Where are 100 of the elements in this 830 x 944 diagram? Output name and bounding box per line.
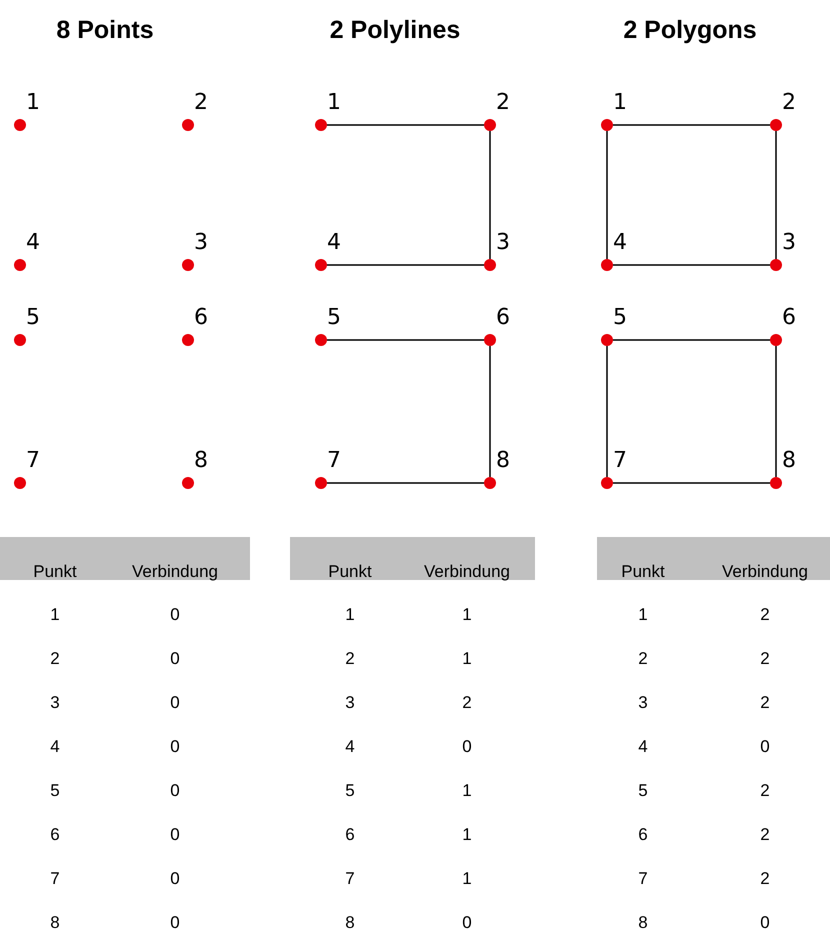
point-number: 2 <box>782 91 796 115</box>
table-cell: 0 <box>170 781 180 801</box>
point-marker <box>182 477 194 489</box>
point-number: 5 <box>613 306 627 330</box>
point-marker <box>182 334 194 346</box>
table-cell: 0 <box>462 913 472 933</box>
point-number: 6 <box>194 306 208 330</box>
point-marker <box>484 334 496 346</box>
point-number: 3 <box>782 231 796 255</box>
column-header: Verbindung <box>424 562 510 582</box>
table-cell: 2 <box>760 869 770 889</box>
point-marker <box>770 259 782 271</box>
table-cell: 0 <box>170 913 180 933</box>
table-cell: 7 <box>345 869 355 889</box>
table-cell: 1 <box>462 869 472 889</box>
table-cell: 8 <box>638 913 648 933</box>
panel-title: 2 Polygons <box>623 15 757 45</box>
connecting-line <box>327 264 484 266</box>
panel-title: 8 Points <box>56 15 154 45</box>
connecting-line <box>327 124 484 126</box>
table-cell: 5 <box>638 781 648 801</box>
table-cell: 8 <box>345 913 355 933</box>
connecting-line <box>489 131 491 259</box>
table-cell: 4 <box>345 737 355 757</box>
point-marker <box>770 119 782 131</box>
table-cell: 1 <box>462 781 472 801</box>
table-cell: 4 <box>638 737 648 757</box>
table-cell: 8 <box>50 913 60 933</box>
table-cell: 2 <box>760 781 770 801</box>
connecting-line <box>613 482 770 484</box>
point-number: 8 <box>782 449 796 473</box>
point-number: 3 <box>496 231 510 255</box>
table-cell: 1 <box>50 605 60 625</box>
connecting-line <box>327 482 484 484</box>
point-number: 4 <box>26 231 40 255</box>
point-marker <box>484 259 496 271</box>
table-cell: 1 <box>462 825 472 845</box>
point-marker <box>315 259 327 271</box>
table-cell: 3 <box>50 693 60 713</box>
table-cell: 2 <box>760 649 770 669</box>
connecting-line <box>775 131 777 259</box>
table-cell: 2 <box>638 649 648 669</box>
point-number: 8 <box>496 449 510 473</box>
point-marker <box>14 334 26 346</box>
connecting-line <box>489 346 491 477</box>
point-marker <box>315 477 327 489</box>
table-cell: 0 <box>760 913 770 933</box>
point-number: 1 <box>26 91 40 115</box>
table-cell: 7 <box>638 869 648 889</box>
column-header: Verbindung <box>132 562 218 582</box>
point-marker <box>601 334 613 346</box>
table-cell: 1 <box>345 605 355 625</box>
point-number: 1 <box>327 91 341 115</box>
column-header: Verbindung <box>722 562 808 582</box>
table-cell: 0 <box>760 737 770 757</box>
point-number: 5 <box>26 306 40 330</box>
point-marker <box>770 334 782 346</box>
point-number: 2 <box>496 91 510 115</box>
table-cell: 0 <box>170 693 180 713</box>
point-marker <box>14 259 26 271</box>
point-marker <box>770 477 782 489</box>
connecting-line <box>613 339 770 341</box>
point-number: 7 <box>613 449 627 473</box>
connecting-line <box>606 346 608 477</box>
point-number: 1 <box>613 91 627 115</box>
point-marker <box>484 477 496 489</box>
point-number: 6 <box>496 306 510 330</box>
point-marker <box>315 334 327 346</box>
table-cell: 4 <box>50 737 60 757</box>
point-number: 6 <box>782 306 796 330</box>
column-header: Punkt <box>328 562 372 582</box>
connecting-line <box>327 339 484 341</box>
point-number: 8 <box>194 449 208 473</box>
table-cell: 6 <box>638 825 648 845</box>
point-number: 2 <box>194 91 208 115</box>
connecting-line <box>613 124 770 126</box>
table-cell: 2 <box>462 693 472 713</box>
point-marker <box>14 477 26 489</box>
table-cell: 2 <box>760 693 770 713</box>
point-number: 7 <box>327 449 341 473</box>
point-number: 4 <box>327 231 341 255</box>
connecting-line <box>606 131 608 259</box>
table-cell: 6 <box>345 825 355 845</box>
point-marker <box>14 119 26 131</box>
table-cell: 1 <box>638 605 648 625</box>
table-cell: 3 <box>638 693 648 713</box>
table-cell: 6 <box>50 825 60 845</box>
table-cell: 2 <box>50 649 60 669</box>
connecting-line <box>775 346 777 477</box>
point-marker <box>182 119 194 131</box>
point-number: 7 <box>26 449 40 473</box>
table-cell: 5 <box>345 781 355 801</box>
table-cell: 3 <box>345 693 355 713</box>
table-cell: 1 <box>462 605 472 625</box>
table-cell: 0 <box>170 825 180 845</box>
point-marker <box>601 119 613 131</box>
point-marker <box>601 477 613 489</box>
point-marker <box>484 119 496 131</box>
table-cell: 0 <box>170 737 180 757</box>
table-cell: 0 <box>170 869 180 889</box>
